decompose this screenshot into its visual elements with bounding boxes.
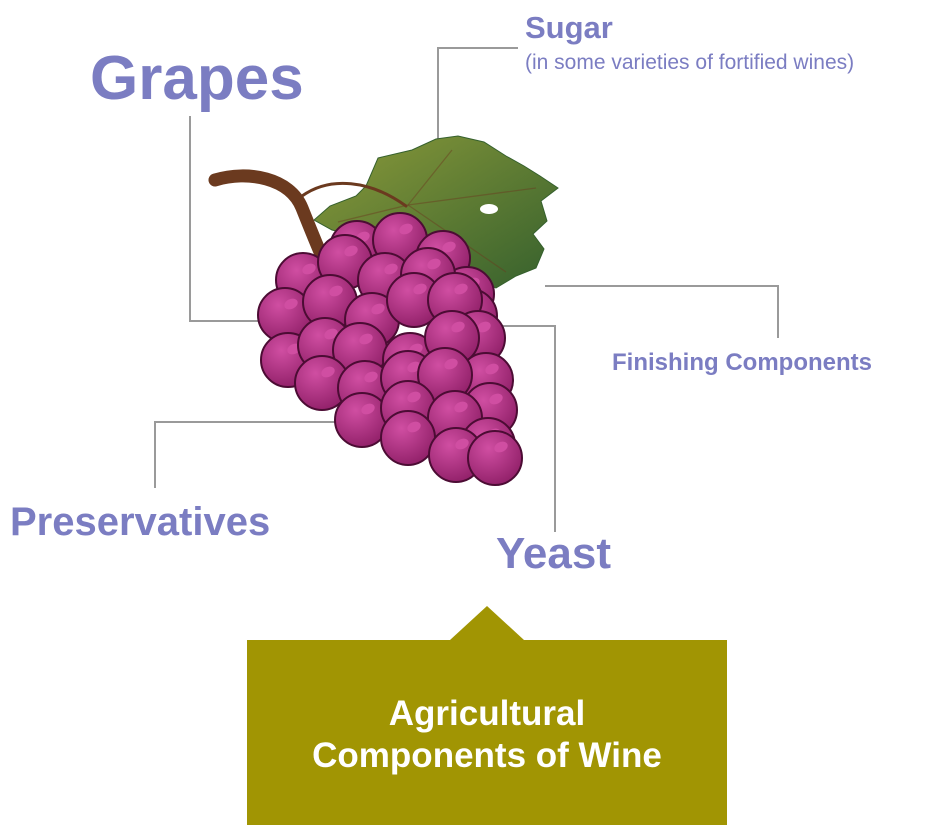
grape-berries bbox=[257, 212, 523, 486]
connector-grapes bbox=[189, 116, 258, 322]
label-sugar: Sugar bbox=[525, 10, 613, 45]
title-box: Agricultural Components of Wine bbox=[247, 640, 727, 825]
title-line-1: Agricultural bbox=[388, 693, 586, 733]
title-line-2: Components of Wine bbox=[312, 735, 662, 775]
label-yeast: Yeast bbox=[496, 529, 611, 578]
connector-sugar bbox=[437, 47, 518, 150]
label-preservatives: Preservatives bbox=[10, 500, 271, 544]
label-grapes: Grapes bbox=[90, 44, 304, 113]
grape-berry bbox=[380, 410, 436, 466]
connector-lines bbox=[154, 47, 779, 532]
grape-leaf-icon bbox=[313, 135, 559, 289]
connector-yeast bbox=[500, 325, 556, 532]
grape-bunch-icon bbox=[208, 135, 559, 486]
label-sugar-note: (in some varieties of fortified wines) bbox=[525, 51, 855, 74]
label-finishing-components: Finishing Components bbox=[612, 349, 872, 376]
connector-finishing bbox=[545, 285, 779, 338]
grape-berry bbox=[467, 430, 523, 486]
connector-preservatives bbox=[154, 421, 340, 488]
title-box-pointer bbox=[450, 606, 524, 640]
